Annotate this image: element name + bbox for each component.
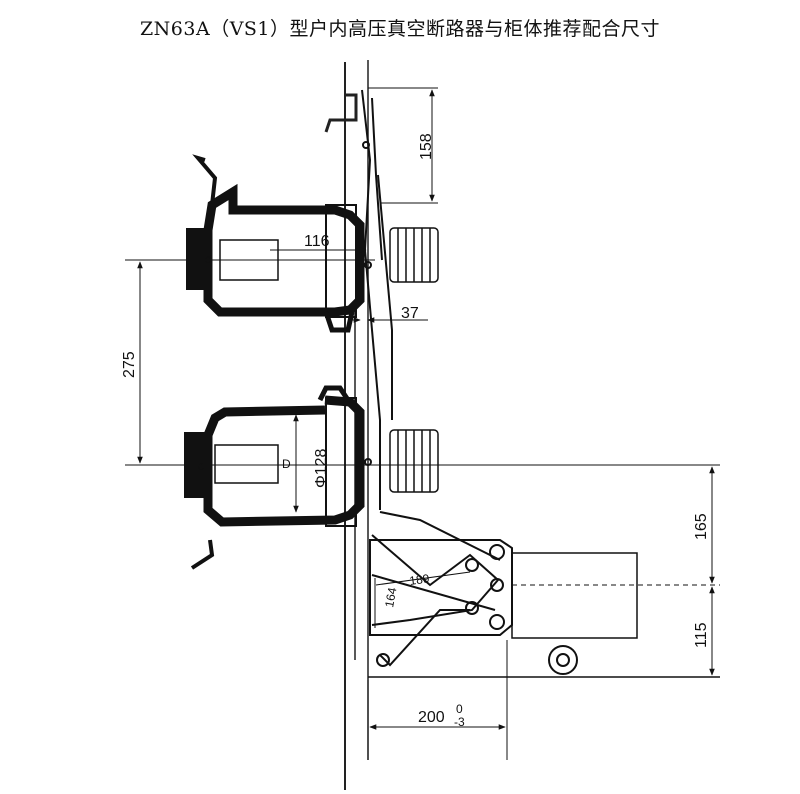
dim-115: 115	[693, 586, 715, 676]
lower-d-label: D	[282, 457, 291, 471]
shutter-linkage	[361, 89, 393, 510]
dim-164-label: 164	[382, 586, 399, 608]
dim-phi128-label: Φ128	[313, 448, 330, 488]
upper-spring-cluster	[389, 227, 439, 283]
lower-spring-cluster	[389, 429, 439, 493]
dim-189: 189	[375, 571, 471, 588]
dim-165-label: 165	[693, 513, 710, 540]
mechanism-plate	[369, 511, 720, 675]
dim-200: 200 0 -3	[367, 640, 508, 760]
dim-37-label: 37	[401, 305, 419, 322]
dim-115-label: 115	[693, 622, 710, 648]
dim-200-lower-tol: -3	[454, 715, 465, 729]
centre-lines	[125, 259, 720, 466]
dim-200-upper-tol: 0	[456, 702, 463, 716]
dim-37: 37	[348, 305, 428, 323]
dim-158: 158	[368, 87, 438, 204]
lower-contact-box: c D	[184, 385, 365, 570]
dim-158-label: 158	[418, 133, 435, 160]
dim-275-label: 275	[121, 351, 138, 378]
dim-116-label: 116	[304, 233, 330, 250]
dim-165: 165	[693, 466, 715, 584]
lower-c-label: c	[198, 459, 204, 473]
dim-phi128: Φ128	[293, 414, 330, 513]
dim-189-label: 189	[408, 571, 430, 588]
upper-contact-box: c	[186, 154, 365, 333]
dim-116: 116	[270, 233, 367, 253]
dim-200-label: 200	[418, 709, 445, 726]
dim-164: 164	[374, 578, 399, 628]
dim-275: 275	[121, 261, 143, 464]
upper-c-label: c	[205, 252, 211, 266]
diagram-title: ZN63A（VS1）型户内高压真空断路器与柜体推荐配合尺寸	[139, 18, 661, 40]
